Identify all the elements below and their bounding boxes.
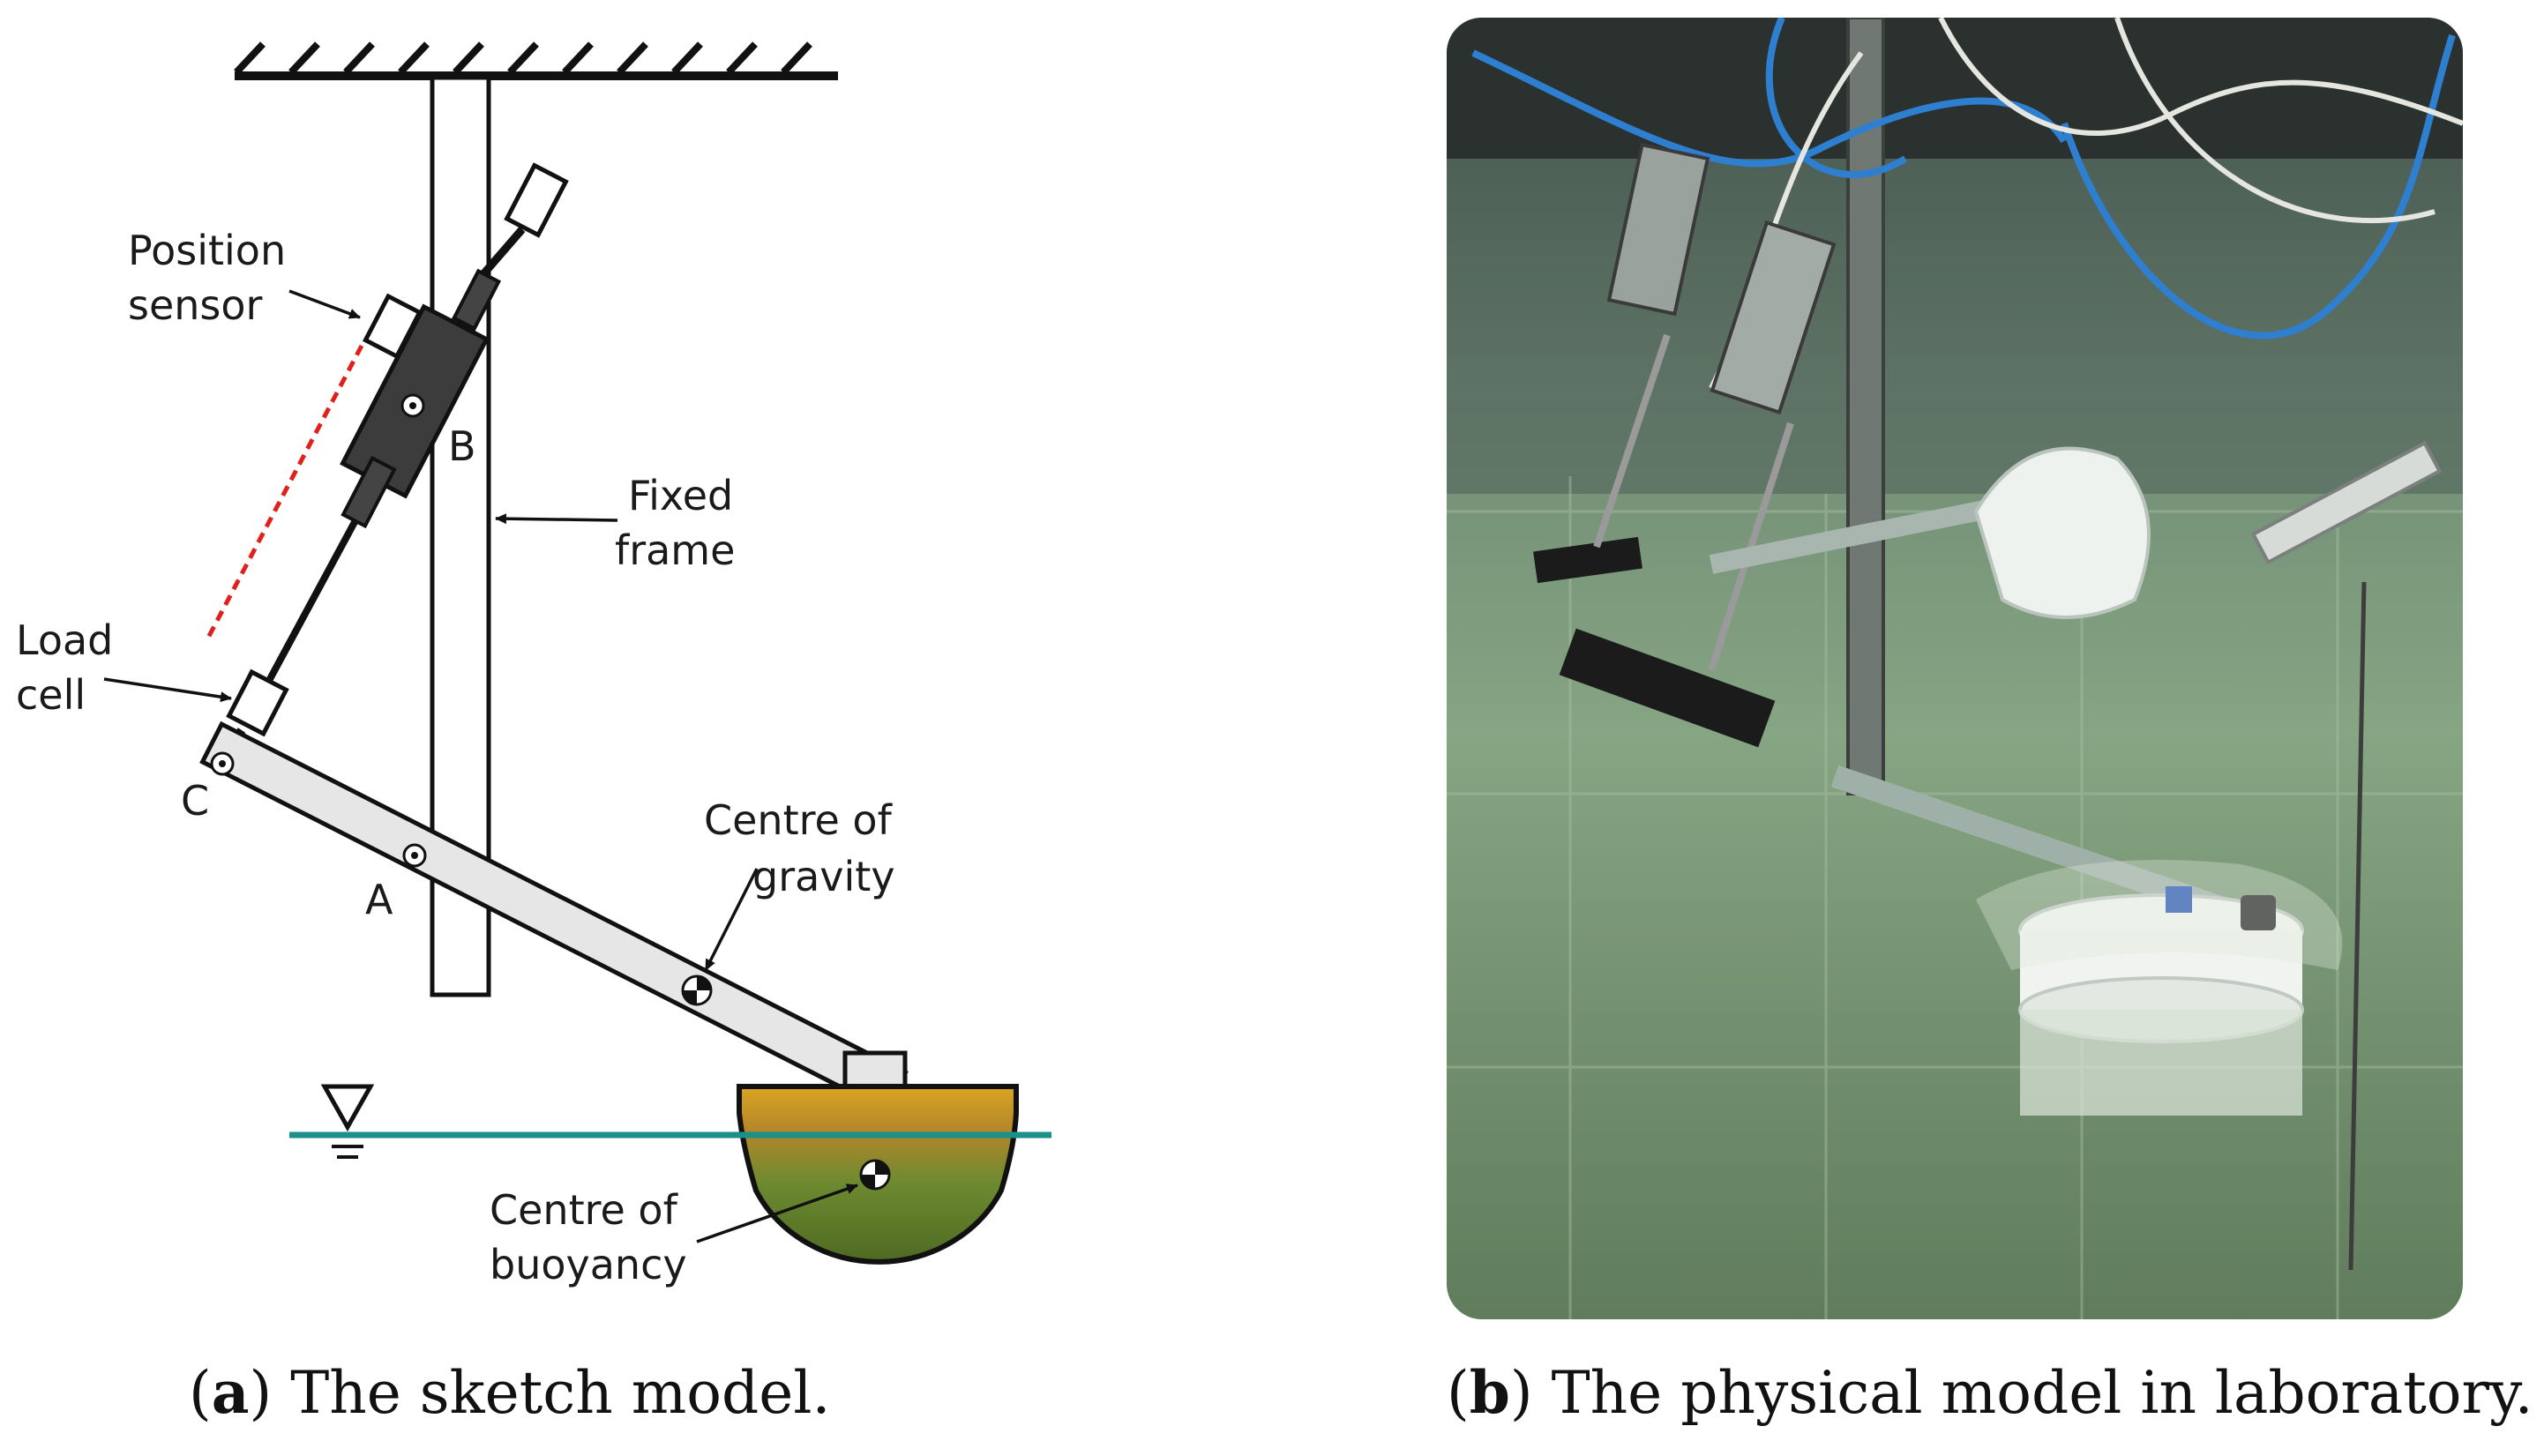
load-cell bbox=[226, 668, 289, 737]
actuator-top-cap bbox=[504, 162, 569, 238]
beam bbox=[199, 721, 909, 1114]
actuator-upper-sleeve bbox=[451, 268, 502, 332]
position-sensor-arrow bbox=[288, 289, 361, 319]
centre-of-gravity-symbol bbox=[681, 974, 713, 1006]
caption-b: (b) The physical model in laboratory. bbox=[1447, 1358, 2533, 1427]
laboratory-photo bbox=[1447, 18, 2463, 1319]
caption-a-text: The sketch model. bbox=[272, 1359, 831, 1427]
fixed-frame-arrow bbox=[495, 513, 618, 525]
point-a-label: A bbox=[365, 876, 393, 923]
caption-a-letter: a bbox=[211, 1358, 250, 1427]
water-level-symbol bbox=[320, 1084, 375, 1159]
centre-of-buoyancy-label-2: buoyancy bbox=[490, 1241, 687, 1288]
point-c-label: C bbox=[181, 777, 209, 825]
actuator-lower-rod bbox=[266, 520, 358, 681]
point-b-label: B bbox=[448, 422, 476, 470]
fixed-frame-label-2: frame bbox=[615, 526, 735, 574]
load-cell-label-2: cell bbox=[16, 671, 86, 719]
load-cell-label: Load bbox=[16, 616, 113, 664]
fixed-frame-label: Fixed bbox=[628, 472, 733, 519]
position-sensor-label-2: sensor bbox=[128, 281, 263, 329]
caption-a: (a) The sketch model. bbox=[189, 1358, 831, 1427]
centre-of-buoyancy-arrow bbox=[696, 1183, 858, 1243]
caption-b-text: The physical model in laboratory. bbox=[1532, 1359, 2533, 1427]
load-cell-arrow bbox=[103, 677, 232, 703]
centre-of-gravity-label-2: gravity bbox=[752, 853, 895, 900]
ceiling-support bbox=[234, 41, 838, 80]
centre-of-gravity-arrow bbox=[704, 868, 759, 971]
sketch-model-diagram: Position sensor Fixed frame Load cell Ce… bbox=[16, 41, 1051, 1288]
sensor-line bbox=[205, 344, 364, 641]
actuator-lower-sleeve bbox=[340, 455, 397, 529]
centre-of-buoyancy-symbol bbox=[859, 1159, 891, 1191]
caption-b-letter: b bbox=[1469, 1358, 1510, 1427]
centre-of-buoyancy-label: Centre of bbox=[490, 1186, 679, 1234]
centre-of-gravity-label: Centre of bbox=[704, 796, 894, 844]
position-sensor-label: Position bbox=[128, 227, 286, 274]
position-sensor bbox=[362, 293, 423, 360]
